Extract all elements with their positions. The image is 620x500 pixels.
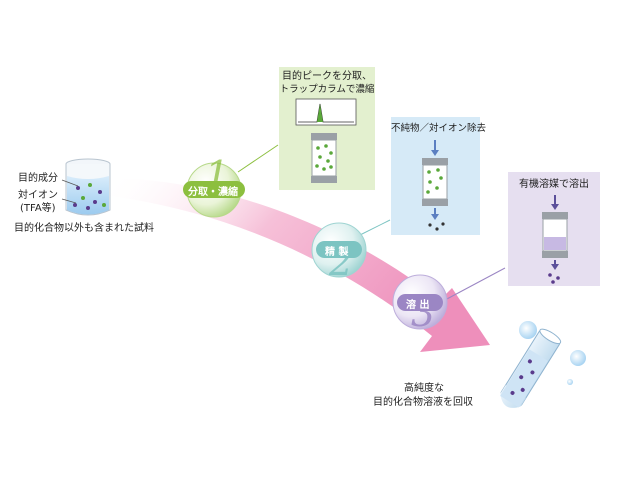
- trap-column-1: [311, 133, 337, 183]
- connector-line-1: [237, 144, 279, 173]
- connector-line-3: [444, 267, 506, 301]
- panel-1-title-line1: 目的ピークを分取、: [282, 71, 372, 82]
- test-tube: [500, 321, 586, 408]
- result-line-2: 目的化合物溶液を回収: [373, 397, 473, 408]
- step-1-label: 分取・濃縮: [188, 187, 238, 198]
- process-arrow: [110, 178, 490, 352]
- step-2-label: 精 製: [325, 247, 349, 258]
- counterion-pointer: [61, 198, 77, 204]
- panel-1-title-line2: トラップカラムで濃縮: [279, 84, 375, 95]
- step-3-label: 溶 出: [406, 300, 430, 311]
- sample-caption: 目的化合物以外も含まれた試料: [14, 223, 154, 234]
- peak-highlight: [317, 104, 323, 122]
- chromatogram-box: [295, 98, 357, 126]
- step-2-number: 2: [329, 240, 354, 284]
- beaker: [65, 158, 111, 216]
- step-3-pill: [397, 294, 443, 311]
- connector-line-2: [359, 219, 391, 236]
- result-line-1: 高純度な: [404, 383, 444, 394]
- step-2-pill: [316, 241, 362, 258]
- trap-column-3: [542, 195, 568, 284]
- trap-column-2: [422, 140, 448, 231]
- panel-3-title: 有機溶媒で溶出: [519, 179, 589, 190]
- counterion-label: 対イオン: [18, 190, 58, 201]
- panel-2-title: 不純物／対イオン除去: [391, 123, 487, 134]
- step-3-number: 3: [411, 291, 436, 335]
- step-1-pill: [183, 181, 245, 198]
- target-component-label: 目的成分: [18, 173, 58, 184]
- counterion-example-label: (TFA等): [20, 203, 56, 214]
- step-1-number: 1: [205, 153, 230, 197]
- target-pointer: [61, 179, 79, 187]
